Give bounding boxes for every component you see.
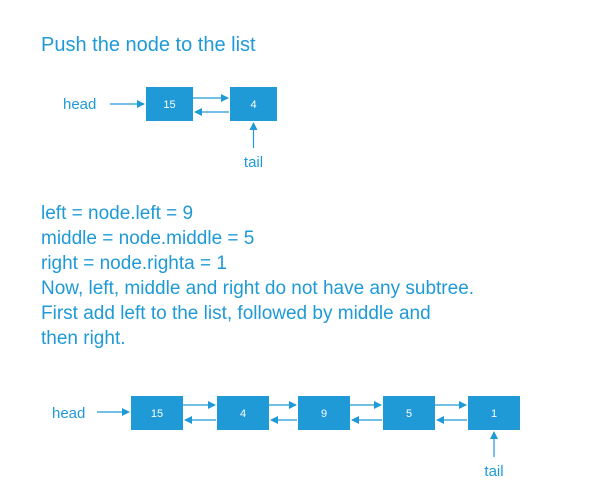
list-node — [131, 396, 183, 430]
node-value: 9 — [321, 408, 327, 420]
diagram-1: head 15 4 tail — [63, 87, 277, 171]
head-label: head — [52, 405, 85, 422]
text-line-left: left = node.left = 9 — [41, 203, 194, 224]
node-value: 15 — [151, 408, 163, 420]
diagram-2: head 15 4 9 5 1 tail — [52, 396, 520, 480]
text-line-right: right = node.righta = 1 — [41, 253, 227, 274]
text-line-subtree: Now, left, middle and right do not have … — [41, 278, 475, 299]
list-node — [468, 396, 520, 430]
node-value: 4 — [240, 408, 246, 420]
list-node — [230, 87, 277, 121]
list-node — [383, 396, 435, 430]
text-line-order: First add left to the list, followed by … — [41, 303, 431, 324]
node-value: 1 — [491, 408, 497, 420]
tail-label: tail — [244, 154, 263, 171]
text-line-middle: middle = node.middle = 5 — [41, 228, 255, 249]
tail-label: tail — [484, 463, 503, 480]
node-value: 4 — [250, 99, 256, 111]
list-node — [298, 396, 350, 430]
head-label: head — [63, 96, 96, 113]
heading: Push the node to the list — [41, 34, 256, 56]
explanation-text: left = node.left = 9 middle = node.middl… — [41, 201, 474, 351]
text-line-then: then right. — [41, 328, 126, 349]
list-node — [146, 87, 193, 121]
node-value: 5 — [406, 408, 412, 420]
list-node — [217, 396, 269, 430]
node-value: 15 — [163, 99, 175, 111]
